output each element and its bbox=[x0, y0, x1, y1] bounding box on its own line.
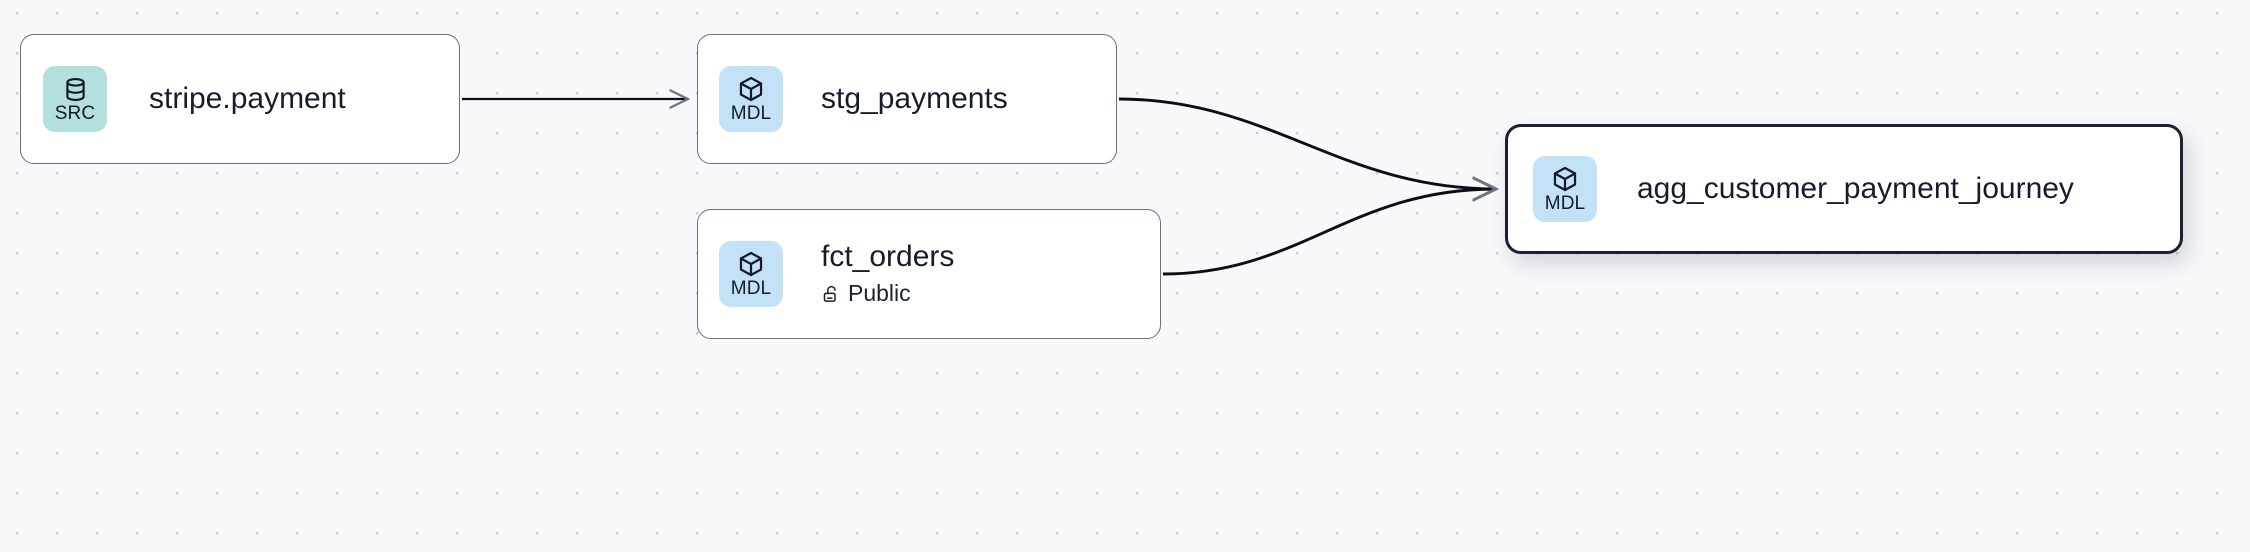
source-badge-label: SRC bbox=[54, 102, 96, 124]
visibility-status: Public bbox=[821, 280, 954, 308]
model-badge-label: MDL bbox=[730, 278, 772, 299]
node-body: agg_customer_payment_journey bbox=[1637, 172, 2074, 206]
model-badge-label: MDL bbox=[1544, 193, 1586, 214]
node-title: stripe.payment bbox=[149, 82, 346, 116]
database-icon bbox=[62, 76, 89, 103]
visibility-label: Public bbox=[848, 280, 911, 306]
node-title: fct_orders bbox=[821, 240, 955, 274]
model-badge-label: MDL bbox=[730, 103, 772, 124]
source-type-badge: SRC bbox=[43, 66, 107, 132]
cube-icon bbox=[737, 75, 765, 103]
node-title: agg_customer_payment_journey bbox=[1637, 172, 2074, 206]
node-title: stg_payments bbox=[821, 82, 1008, 116]
edge-stg-payments-to-agg bbox=[1118, 97, 1496, 189]
graph-node-stg-payments[interactable]: MDL stg_payments bbox=[697, 34, 1117, 164]
model-type-badge: MDL bbox=[719, 66, 783, 132]
node-body: fct_orders Public bbox=[821, 240, 954, 307]
cube-icon bbox=[737, 250, 765, 278]
cube-icon bbox=[1551, 165, 1579, 193]
graph-node-fct-orders[interactable]: MDL fct_orders Public bbox=[697, 209, 1161, 339]
unlock-icon bbox=[821, 284, 841, 304]
node-body: stg_payments bbox=[821, 82, 1008, 116]
model-type-badge: MDL bbox=[1533, 156, 1597, 222]
node-body: stripe.payment bbox=[149, 82, 346, 116]
model-type-badge: MDL bbox=[719, 241, 783, 307]
graph-node-agg-customer-payment-journey[interactable]: MDL agg_customer_payment_journey bbox=[1505, 124, 2183, 254]
graph-node-stripe-payment[interactable]: SRC stripe.payment bbox=[20, 34, 460, 164]
edge-fct-orders-to-agg bbox=[1162, 189, 1496, 276]
